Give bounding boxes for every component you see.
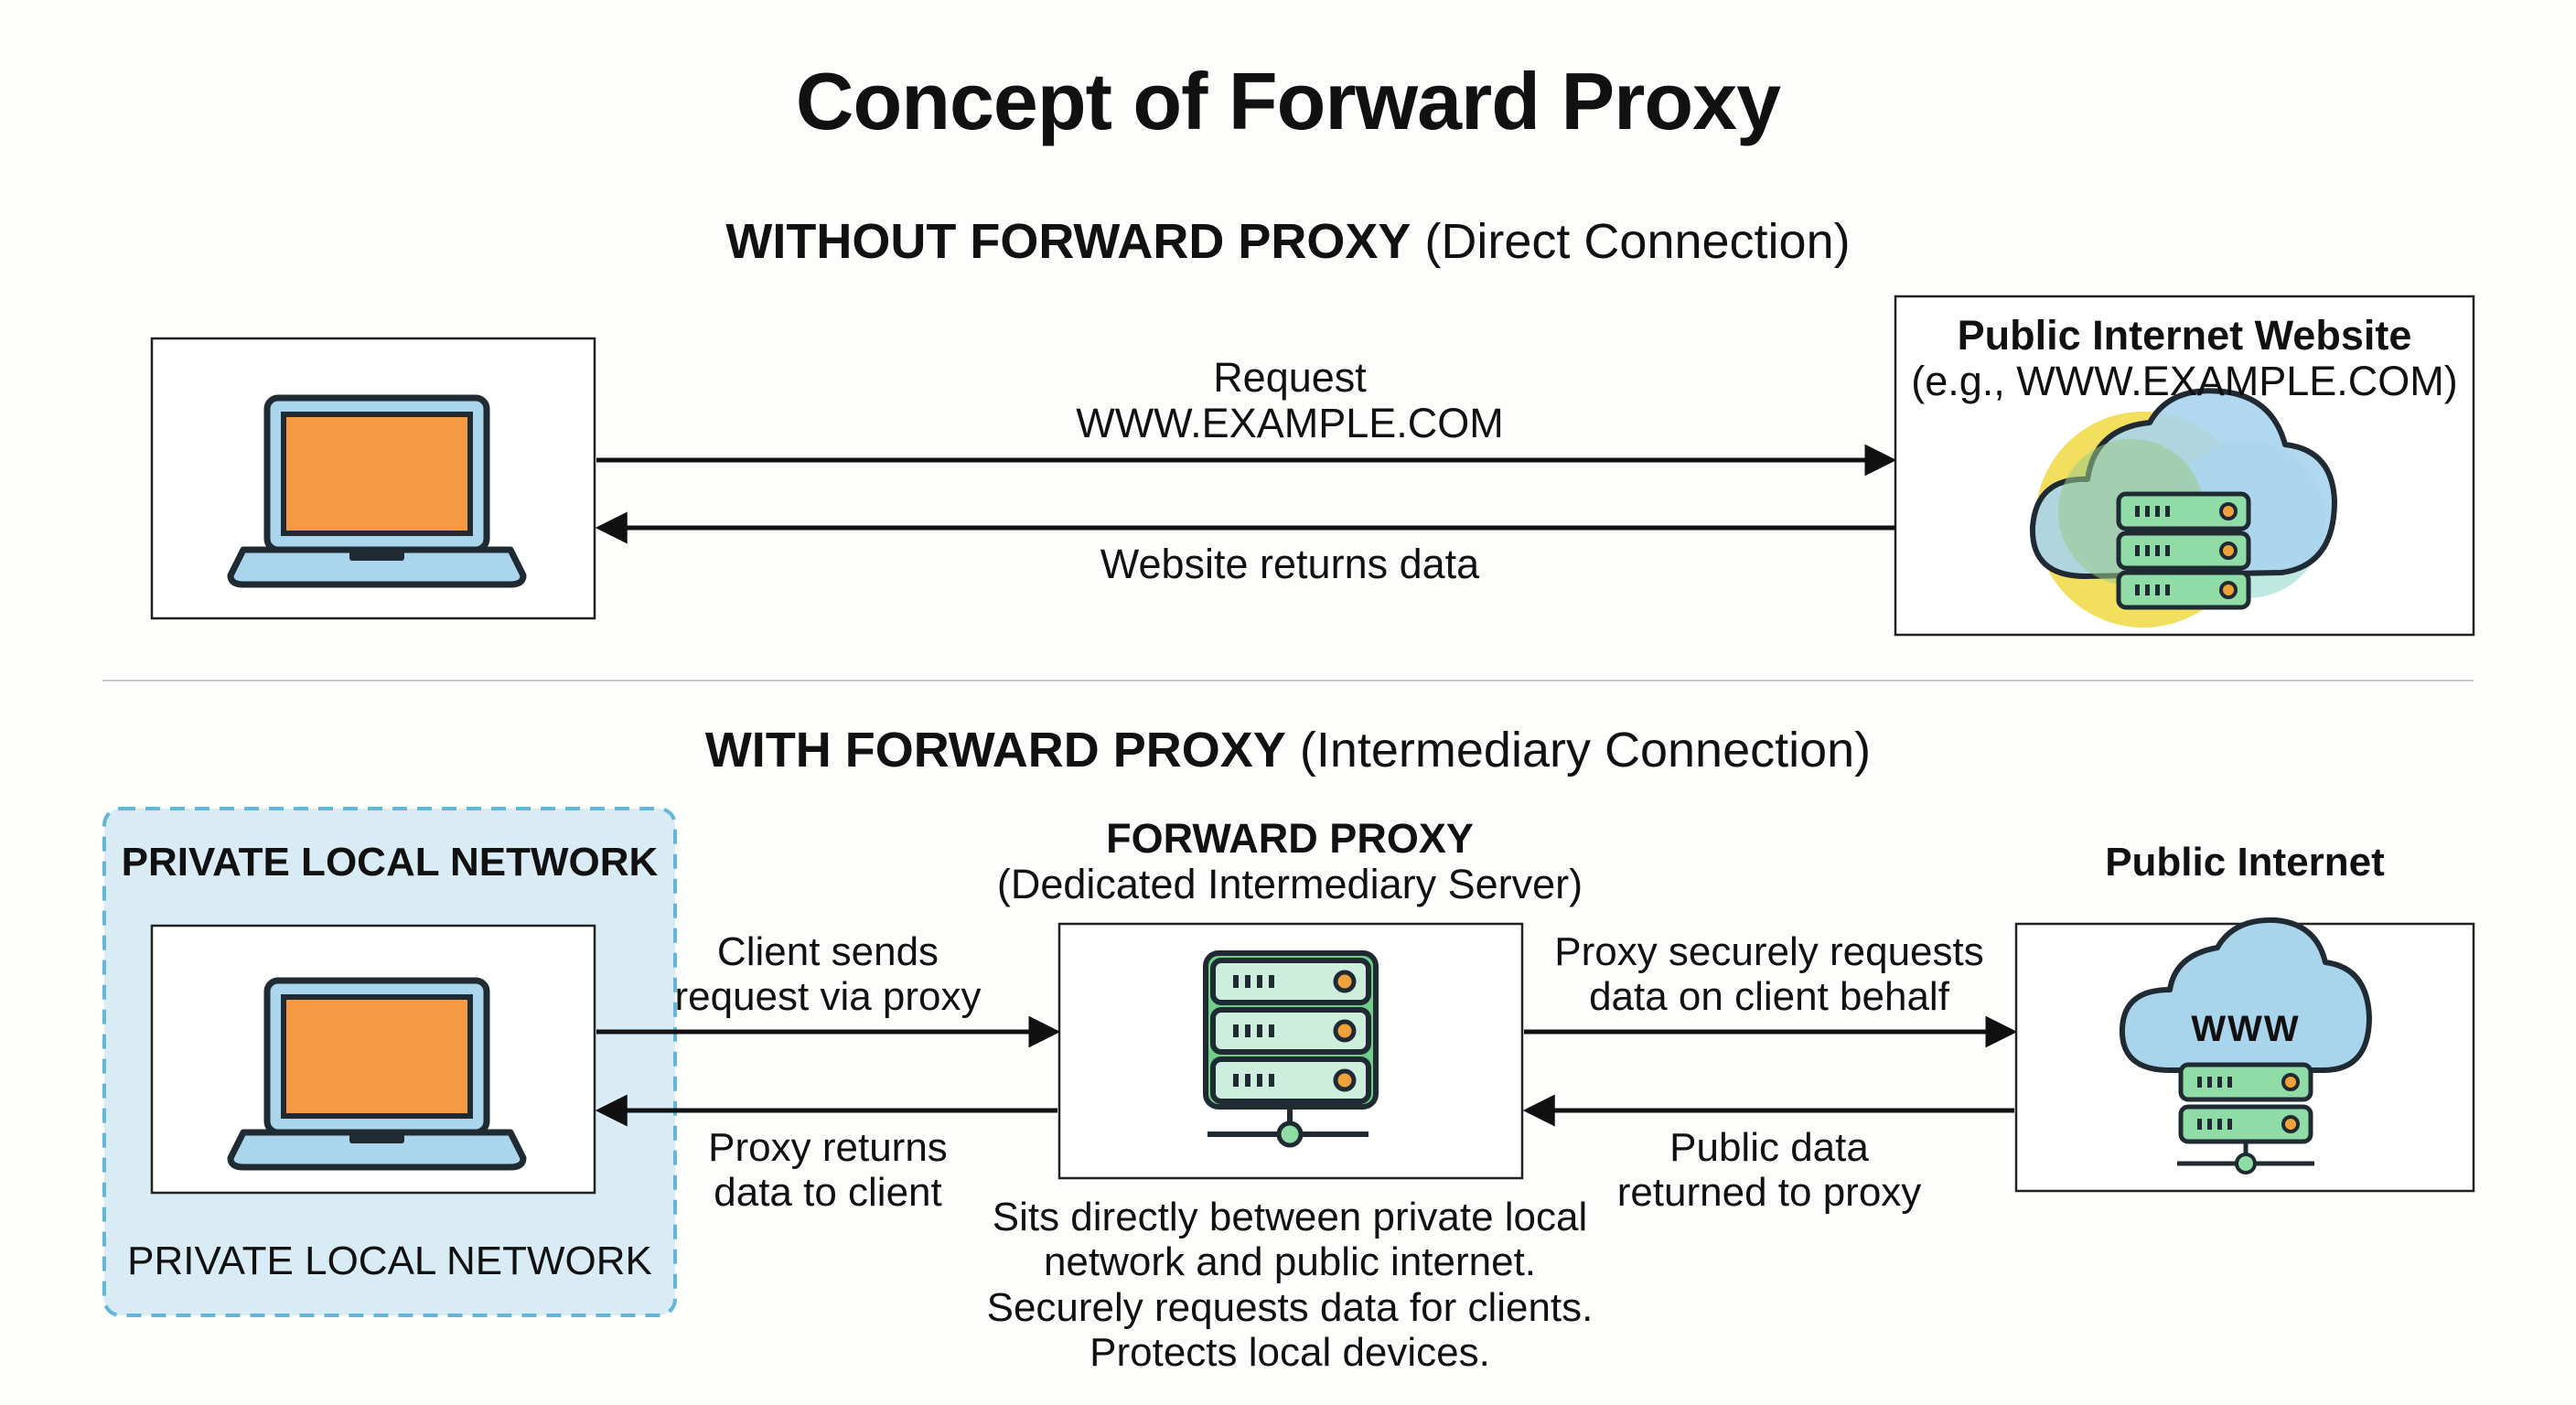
website-title: Public Internet Website xyxy=(1957,312,2412,359)
proxy-return-label: Proxy returns data to client xyxy=(708,1125,948,1216)
cloud-icon xyxy=(2119,917,2372,1174)
proxy-description: Sits directly between private local netw… xyxy=(924,1195,1656,1375)
request-label: Request WWW.EXAMPLE.COM xyxy=(1076,354,1504,447)
without-proxy-heading: WITHOUT FORWARD PROXY (Direct Connection… xyxy=(0,214,2576,269)
proxy-request-label: Proxy securely requests data on client b… xyxy=(1554,929,1984,1020)
laptop-icon xyxy=(231,398,523,585)
with-proxy-heading-rest: (Intermediary Connection) xyxy=(1299,723,1872,778)
private-network-label-top: PRIVATE LOCAL NETWORK xyxy=(121,840,659,885)
proxy-subtitle: (Dedicated Intermediary Server) xyxy=(996,861,1583,908)
with-proxy-heading: WITH FORWARD PROXY (Intermediary Connect… xyxy=(0,723,2576,778)
without-proxy-heading-rest: (Direct Connection) xyxy=(1424,214,1851,269)
website-label: Public Internet Website (e.g., WWW.EXAMP… xyxy=(1895,312,2474,405)
description-line: network and public internet. xyxy=(1043,1239,1537,1285)
cloud-www-text: WWW xyxy=(2191,1009,2301,1049)
public-return-label: Public data returned to proxy xyxy=(1616,1125,1922,1216)
description-line: Securely requests data for clients. xyxy=(986,1284,1594,1330)
proxy-label: FORWARD PROXY (Dedicated Intermediary Se… xyxy=(970,815,1610,908)
description-line: Sits directly between private local xyxy=(992,1195,1588,1239)
with-proxy-heading-bold: WITH FORWARD PROXY xyxy=(704,723,1286,778)
page-title: Concept of Forward Proxy xyxy=(795,56,1781,146)
description-line: Protects local devices. xyxy=(1089,1329,1490,1375)
response-label: Website returns data xyxy=(1100,541,1480,587)
website-cloud-server-icon xyxy=(2029,388,2337,627)
proxy-title: FORWARD PROXY xyxy=(1106,815,1474,862)
public-internet-title: Public Internet xyxy=(2105,840,2385,885)
client-request-label: Client sends request via proxy xyxy=(674,929,982,1020)
private-network-label-bottom: PRIVATE LOCAL NETWORK xyxy=(127,1239,652,1283)
laptop-icon xyxy=(231,981,523,1167)
without-proxy-heading-bold: WITHOUT FORWARD PROXY xyxy=(725,214,1411,269)
website-subtitle: (e.g., WWW.EXAMPLE.COM) xyxy=(1911,358,2458,405)
server-icon xyxy=(1203,950,1379,1148)
